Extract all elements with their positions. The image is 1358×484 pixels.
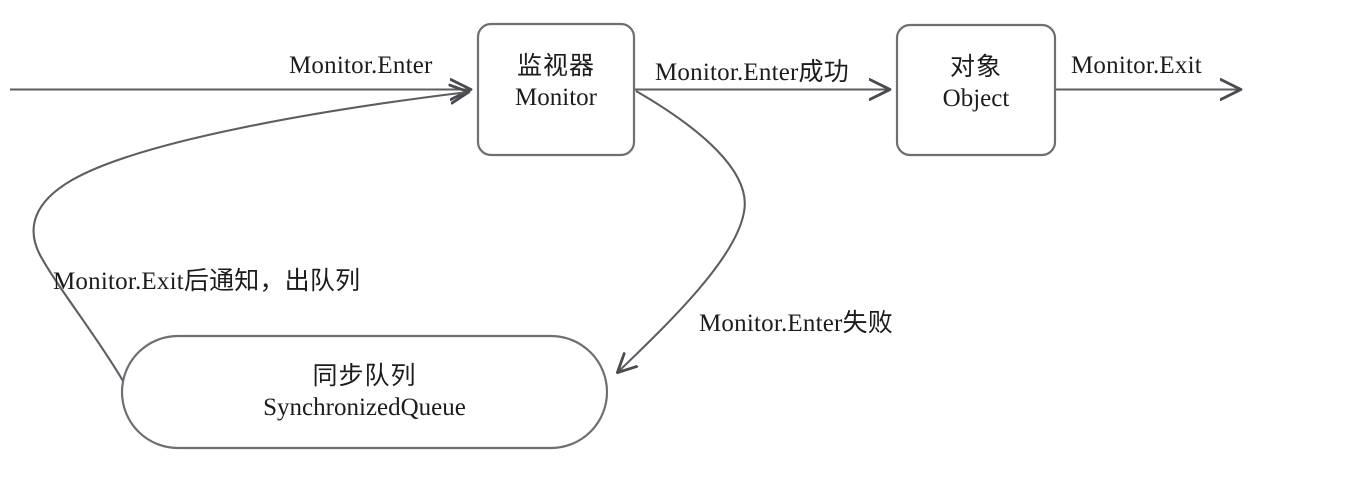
node-monitor	[476, 22, 636, 157]
edge-exit-notify	[32, 92, 468, 382]
edge-label-monitor-exit: Monitor.Exit	[1071, 52, 1202, 79]
edge-label-exit-notify: Monitor.Exit后通知，出队列	[53, 268, 361, 295]
edge-label-monitor-enter-fail: Monitor.Enter失败	[699, 310, 893, 337]
edge-monitor-enter-fail	[618, 90, 746, 372]
edge-label-monitor-enter: Monitor.Enter	[289, 52, 433, 79]
edge-label-monitor-enter-success: Monitor.Enter成功	[655, 59, 849, 86]
node-object	[895, 23, 1057, 157]
node-synchronized-queue	[120, 334, 609, 450]
